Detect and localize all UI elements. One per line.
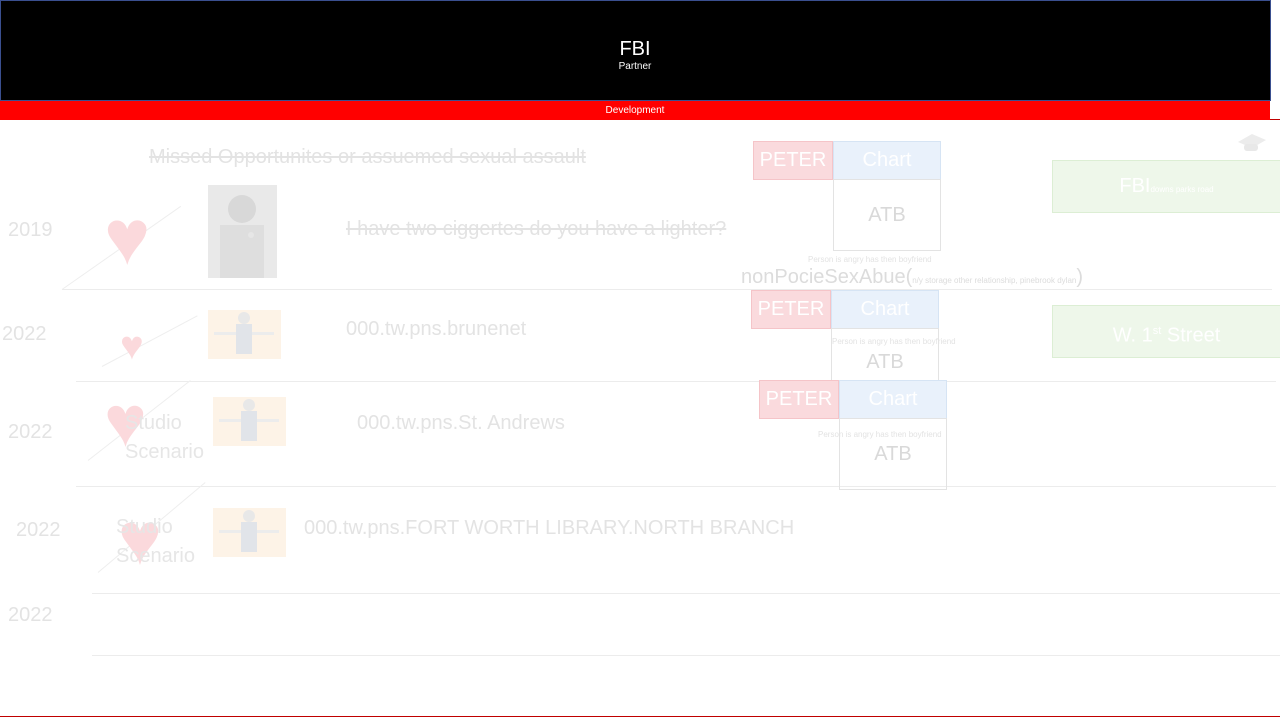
header-bar	[0, 0, 1271, 101]
officer-photo	[213, 397, 286, 446]
fbi-location-box: FBIdowns parks road	[1052, 160, 1280, 213]
card-note: Person is angry has then boyfriend	[832, 337, 956, 346]
non-police-close: )	[1076, 266, 1084, 288]
scenario-line: Scenario	[116, 545, 195, 567]
studio-line: Studio	[116, 516, 173, 538]
row-divider	[62, 289, 1272, 290]
row-text: 000.tw.pns.St. Andrews	[357, 412, 565, 434]
heart-icon: ♥	[118, 497, 162, 580]
peter-badge: PETER	[759, 380, 839, 419]
banner-label: Development	[605, 105, 665, 116]
row-divider	[92, 655, 1280, 656]
heart-icon: ♥	[104, 382, 147, 462]
graduation-cap-icon	[1238, 134, 1266, 151]
non-police-label: nonPocieSexAbue(n/y storage other relati…	[741, 266, 1083, 289]
chart-badge: Chart	[831, 290, 939, 329]
connector-line	[101, 315, 198, 367]
year-label: 2022	[8, 604, 53, 626]
row-text: I have two ciggertes do you have a light…	[346, 218, 727, 240]
year-label: 2019	[8, 219, 53, 241]
fbi-location-title: FBI	[1119, 175, 1151, 197]
chart-badge: Chart	[839, 380, 947, 419]
row-text: 000.tw.pns.brunenet	[346, 318, 527, 340]
row-text: 000.tw.pns.FORT WORTH LIBRARY.NORTH BRAN…	[304, 517, 795, 539]
non-police-detail: n/y storage other relationship, pinebroo…	[912, 276, 1077, 285]
officer-photo	[208, 185, 277, 278]
year-label: 2022	[16, 519, 61, 541]
row-divider	[76, 381, 1276, 382]
year-label: 2022	[2, 323, 47, 345]
row-divider	[92, 593, 1280, 594]
scenario-line: Scenario	[125, 441, 204, 463]
peter-badge: PETER	[753, 141, 833, 180]
atb-box: ATB	[839, 418, 947, 490]
street-prefix: W. 1	[1112, 324, 1153, 347]
atb-box: ATB	[833, 179, 941, 251]
officer-photo	[213, 508, 286, 557]
heart-icon: ♥	[104, 193, 151, 281]
street-location-box: W. 1st Street	[1052, 305, 1280, 358]
peter-badge: PETER	[751, 290, 831, 329]
studio-line: Studio	[125, 412, 182, 434]
footer-divider	[0, 716, 1280, 717]
divider	[1270, 119, 1280, 120]
card-note: Person is angry has then boyfriend	[808, 255, 932, 264]
officer-photo	[208, 310, 281, 359]
development-banner: Development	[0, 101, 1270, 120]
section-heading: Missed Opportunites or assuemed sexual a…	[149, 146, 586, 168]
heart-icon: ♥	[120, 324, 144, 368]
chart-badge: Chart	[833, 141, 941, 180]
page-subtitle: Partner	[618, 61, 652, 72]
street-ordinal: st	[1152, 325, 1162, 337]
studio-scenario-label: Studio Scenario	[116, 513, 195, 571]
row-divider	[76, 486, 1276, 487]
card-note: Person is angry has then boyfriend	[818, 430, 942, 439]
page-title: FBI	[619, 38, 651, 60]
street-suffix: Street	[1161, 324, 1221, 347]
fbi-location-detail: downs parks road	[1150, 185, 1214, 194]
non-police-main: nonPocieSexAbue(	[741, 266, 913, 288]
studio-scenario-label: Studio Scenario	[125, 409, 204, 467]
year-label: 2022	[8, 421, 53, 443]
